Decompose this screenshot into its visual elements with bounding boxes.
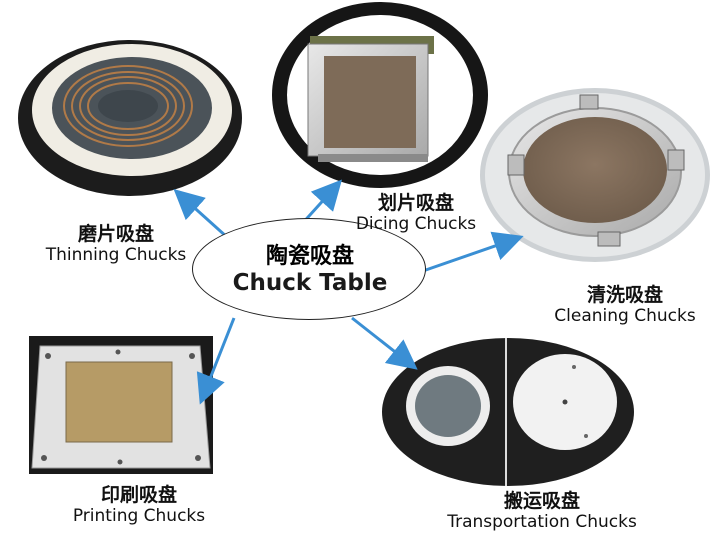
- thinning-chucks-cn: 磨片吸盘: [77, 223, 154, 245]
- transportation-chucks-en: Transportation Chucks: [447, 511, 637, 532]
- arrow-to-transportation: [351, 316, 418, 370]
- center-title-en: Chuck Table: [232, 270, 388, 296]
- transportation-chuck-image: [382, 338, 634, 486]
- center-label: 陶瓷吸盘 Chuck Table: [192, 238, 428, 296]
- printing-chucks-en: Printing Chucks: [72, 505, 206, 526]
- transportation-chucks-cn: 搬运吸盘: [503, 490, 580, 512]
- cleaning-chucks-label: 清洗吸盘 Cleaning Chucks: [540, 284, 710, 326]
- thinning-chucks-en: Thinning Chucks: [45, 244, 187, 265]
- thinning-chucks-label: 磨片吸盘 Thinning Chucks: [36, 223, 196, 265]
- center-title-cn: 陶瓷吸盘: [265, 244, 354, 269]
- arrow-to-cleaning: [419, 231, 524, 274]
- printing-chucks-cn: 印刷吸盘: [100, 484, 177, 506]
- dicing-chuck-image: [272, 2, 488, 188]
- printing-chuck-image: [29, 336, 213, 474]
- printing-chucks-label: 印刷吸盘 Printing Chucks: [46, 484, 232, 526]
- center-oval: [192, 218, 426, 320]
- arrow-to-printing: [196, 317, 236, 405]
- dicing-chucks-en: Dicing Chucks: [355, 213, 477, 234]
- cleaning-chucks-en: Cleaning Chucks: [554, 305, 696, 326]
- thinning-chuck-image: [18, 40, 242, 196]
- arrow-to-thinning: [173, 188, 230, 240]
- dicing-chucks-label: 划片吸盘 Dicing Chucks: [342, 192, 490, 234]
- transportation-chucks-label: 搬运吸盘 Transportation Chucks: [432, 490, 652, 532]
- dicing-chucks-cn: 划片吸盘: [377, 192, 454, 214]
- cleaning-chucks-cn: 清洗吸盘: [586, 284, 663, 306]
- cleaning-chuck-image: [480, 88, 710, 262]
